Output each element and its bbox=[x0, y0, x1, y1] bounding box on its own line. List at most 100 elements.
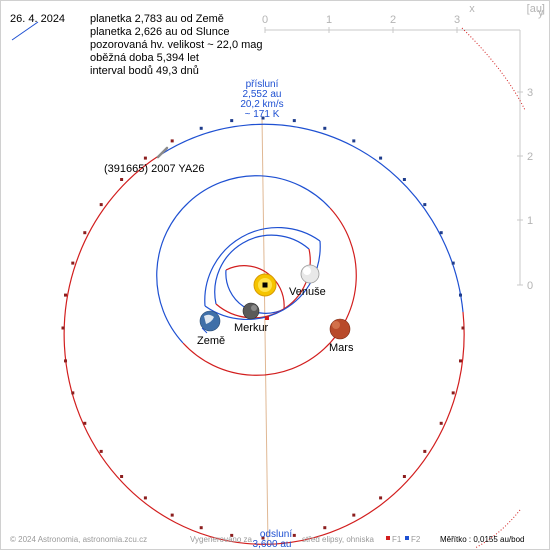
footer-center-note: střed elipsy, ohniska bbox=[302, 535, 374, 544]
orbit-point bbox=[83, 421, 87, 425]
orbit-point bbox=[170, 513, 174, 517]
orbit-point bbox=[199, 126, 203, 130]
info-period: oběžná doba 5,394 let bbox=[90, 52, 199, 64]
mars-label: Mars bbox=[329, 342, 354, 354]
f2-legend-marker bbox=[405, 536, 409, 540]
y-tick-label: 0 bbox=[527, 280, 533, 292]
orbit-point bbox=[64, 293, 67, 297]
x-tick-label: 1 bbox=[326, 14, 332, 26]
orbit-point bbox=[379, 496, 383, 500]
orbit-point bbox=[459, 359, 462, 363]
y-axis-label: y bbox=[538, 7, 544, 19]
date-label: 26. 4. 2024 bbox=[10, 13, 65, 25]
asteroid-orbit-south bbox=[63, 154, 465, 545]
earth-distance-arc bbox=[461, 27, 526, 111]
orbit-point bbox=[61, 326, 65, 330]
orbit-point bbox=[423, 449, 427, 453]
perihelion-speed: 20,2 km/s bbox=[240, 99, 283, 110]
orbit-point bbox=[439, 421, 443, 425]
asteroid-icon bbox=[156, 146, 169, 159]
footer-copyright: © 2024 Astronomia, astronomia.zcu.cz bbox=[10, 535, 147, 544]
orbit-point bbox=[352, 513, 356, 517]
mercury-orbit-south bbox=[225, 265, 285, 310]
orbit-point bbox=[439, 231, 443, 235]
mercury-disc bbox=[242, 302, 260, 320]
orbit-point bbox=[261, 536, 265, 540]
mercury-highlight bbox=[251, 305, 257, 311]
mercury-label: Merkur bbox=[234, 322, 269, 334]
info-point-interval: interval bodů 49,3 dnů bbox=[90, 65, 199, 77]
orbit-point bbox=[352, 139, 356, 143]
info-magnitude: pozorovaná hv. velikost ~ 22,0 mag bbox=[90, 39, 263, 51]
orbit-point bbox=[402, 475, 406, 478]
venus-orbit-north bbox=[214, 234, 310, 305]
focus-f1-marker bbox=[262, 282, 268, 288]
asteroid-orbit-north bbox=[159, 123, 464, 313]
orbit-point bbox=[323, 126, 327, 130]
venus-disc bbox=[300, 264, 320, 284]
mercury-icon bbox=[242, 302, 260, 320]
orbit-point bbox=[451, 391, 455, 395]
venus-highlight bbox=[303, 267, 311, 275]
orbit-point bbox=[402, 178, 406, 181]
earth-icon bbox=[199, 310, 221, 332]
earth-pointer bbox=[201, 327, 208, 334]
perihelion-title: přísluní bbox=[246, 79, 279, 90]
mars-orbit-south bbox=[182, 207, 357, 376]
orbit-point bbox=[143, 156, 147, 160]
orbit-point bbox=[261, 116, 265, 120]
mars-highlight bbox=[332, 321, 340, 329]
sun-icon bbox=[253, 273, 277, 297]
orbit-point bbox=[120, 178, 124, 181]
footer-scale: Měřítko : 0,0155 au/bod bbox=[440, 535, 525, 544]
asteroid-name: (391665) 2007 YA26 bbox=[104, 163, 205, 175]
venus-icon bbox=[300, 264, 320, 284]
mars-orbit-north bbox=[156, 175, 331, 344]
orbit-point bbox=[83, 231, 87, 235]
orbit-point bbox=[459, 293, 462, 297]
mercury-orbit-north bbox=[225, 269, 285, 314]
footer-f1: F1 bbox=[392, 535, 402, 544]
orbit-point bbox=[323, 526, 327, 530]
y-tick-label: 2 bbox=[527, 151, 533, 163]
mars-disc bbox=[329, 318, 351, 340]
asteroid-position-points bbox=[61, 116, 465, 540]
earth-label: Země bbox=[197, 335, 225, 347]
earth-orbit bbox=[204, 227, 321, 307]
earth-distance-arc bbox=[474, 509, 521, 549]
ellipse-center-legend-marker bbox=[386, 536, 390, 540]
orbit-point bbox=[461, 326, 465, 330]
ellipse-center-marker bbox=[265, 316, 269, 320]
aphelion-title: odsluní bbox=[260, 529, 292, 540]
orbit-point bbox=[230, 119, 234, 123]
y-tick-label: 1 bbox=[527, 215, 533, 227]
info-distance-sun: planetka 2,626 au od Slunce bbox=[90, 26, 229, 38]
y-axis: 3 2 1 0 y bbox=[517, 7, 544, 292]
footer-generated: Vygenerováno za bbox=[190, 535, 253, 544]
x-axis-label: x bbox=[469, 3, 475, 15]
orbit-point bbox=[292, 119, 296, 123]
x-axis: 0 1 2 3 x [au] bbox=[262, 3, 545, 33]
perihelion-temperature: ~ 171 K bbox=[245, 109, 280, 120]
planet-orbits bbox=[156, 175, 357, 376]
orbit-legend-swatch bbox=[11, 21, 39, 41]
axis-unit-label: [au] bbox=[527, 3, 545, 15]
orbit-point bbox=[99, 203, 103, 207]
orbit-point bbox=[120, 475, 124, 478]
earth-orbit bbox=[204, 240, 321, 320]
orbit-point bbox=[99, 449, 103, 453]
mars-icon bbox=[329, 318, 351, 340]
earth-clouds bbox=[204, 314, 214, 324]
orbit-point bbox=[423, 203, 427, 207]
y-tick-label: 3 bbox=[527, 87, 533, 99]
venus-label: Venuše bbox=[289, 286, 326, 298]
orbit-point bbox=[71, 261, 75, 265]
info-distance-earth: planetka 2,783 au od Země bbox=[90, 13, 224, 25]
apsis-line bbox=[261, 116, 269, 546]
orbit-point bbox=[199, 526, 203, 530]
orbit-point bbox=[292, 533, 296, 537]
orbit-point bbox=[143, 496, 147, 500]
aphelion-distance: 3,600 au bbox=[253, 539, 292, 550]
x-tick-label: 2 bbox=[390, 14, 396, 26]
